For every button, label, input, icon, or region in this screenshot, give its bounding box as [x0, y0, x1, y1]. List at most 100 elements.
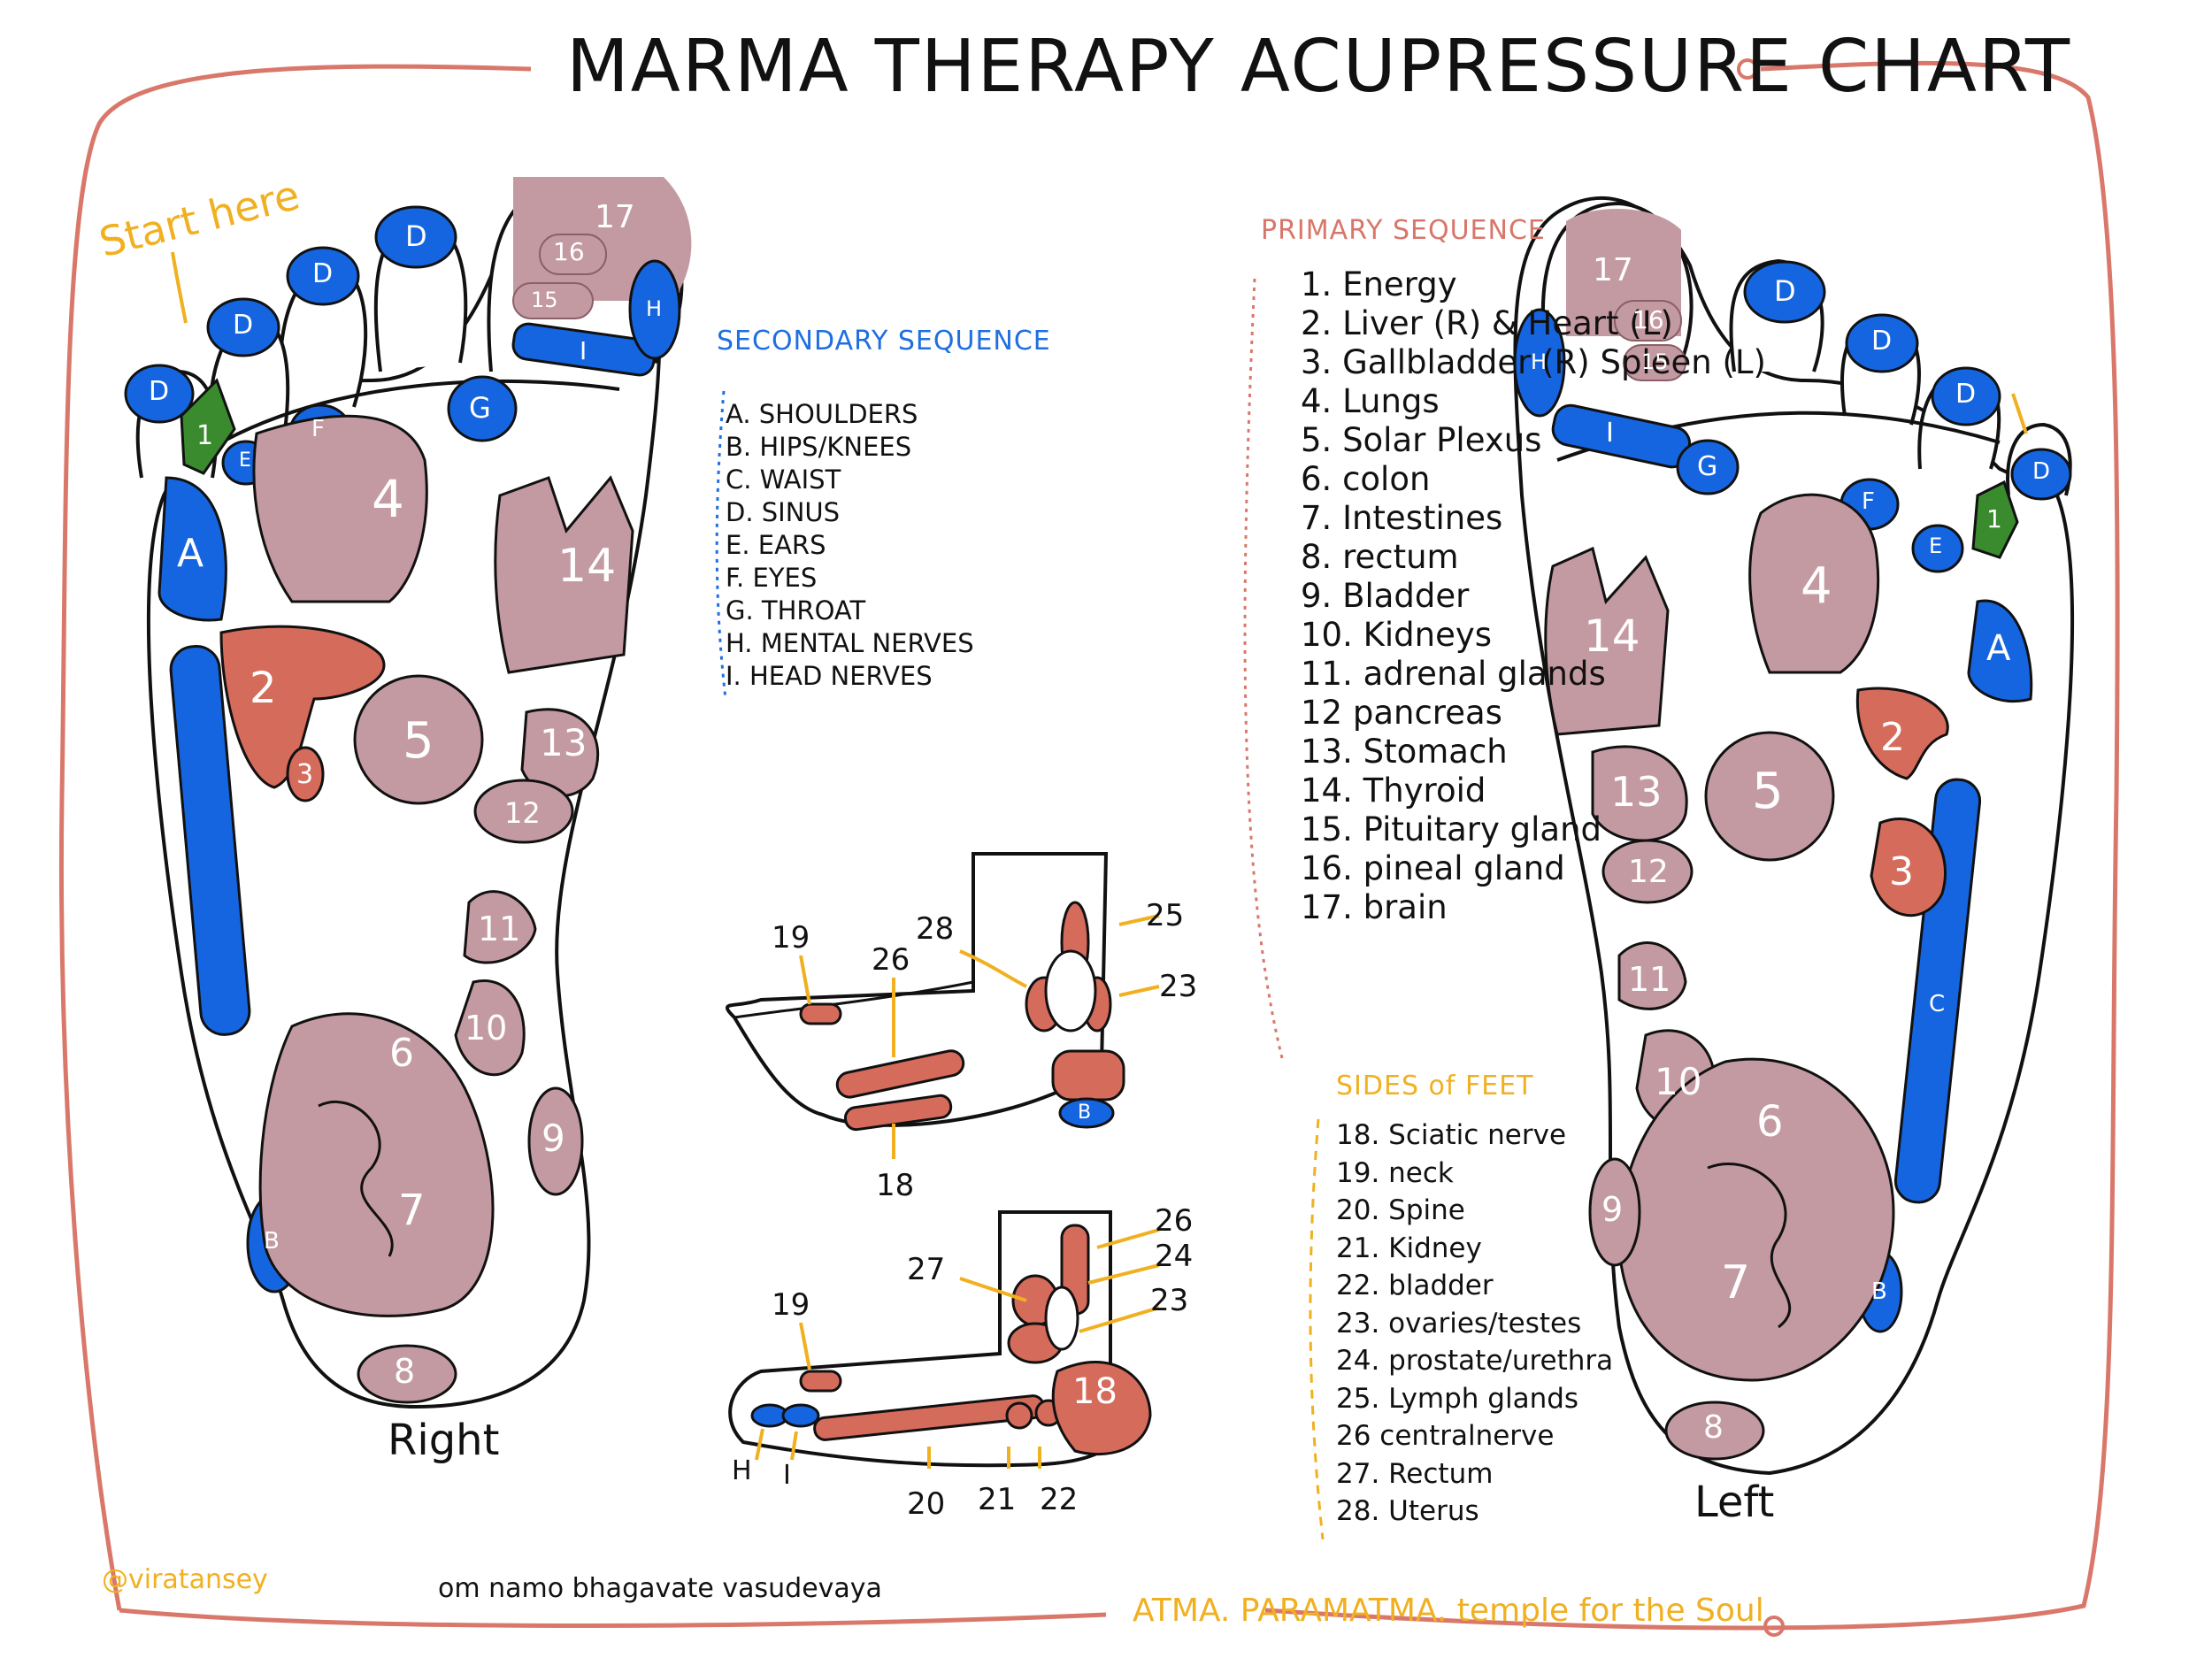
list-item: D. SINUS: [726, 497, 841, 527]
marker-i: I: [783, 1460, 791, 1491]
marker-energy: 1: [1986, 504, 2002, 533]
list-item: 24. prostate/urethra: [1336, 1345, 1614, 1377]
primary-sequence-heading: PRIMARY SEQUENCE: [1261, 215, 1546, 246]
sides-of-feet-heading: SIDES of FEET: [1336, 1071, 1534, 1101]
organ-label: 15: [531, 288, 558, 312]
marker-d: D: [233, 310, 254, 341]
list-item: 5. Solar Plexus: [1301, 421, 1542, 459]
list-item: C. WAIST: [726, 464, 841, 495]
organ-label: 4: [1801, 557, 1832, 615]
marker-d: D: [2032, 458, 2051, 485]
organ-label: 2: [1880, 715, 1905, 760]
point-label: 24: [1155, 1239, 1194, 1274]
decorative-frame: [58, 60, 2120, 1631]
marker-a: A: [1986, 628, 2011, 669]
point-label: 21: [978, 1482, 1017, 1517]
list-item: 7. Intestines: [1301, 499, 1503, 537]
marker-b: B: [1871, 1278, 1887, 1305]
marker-i: I: [1606, 418, 1614, 449]
point-label: 23: [1159, 969, 1198, 1004]
organ-label: 16: [553, 237, 585, 266]
list-item: 27. Rectum: [1336, 1457, 1494, 1490]
organ-label: 3: [296, 759, 314, 790]
organ-label: 10: [465, 1009, 508, 1048]
organ-label: 6: [389, 1031, 414, 1076]
organ-label: 7: [1721, 1256, 1751, 1309]
point-label: 26: [1155, 1203, 1194, 1239]
organ-label: 17: [1593, 252, 1633, 288]
marker-d: D: [312, 258, 334, 289]
list-item: 4. Lungs: [1301, 382, 1440, 420]
organ-label: 13: [1610, 768, 1663, 816]
list-item: 20. Spine: [1336, 1194, 1465, 1226]
list-item: 19. neck: [1336, 1156, 1454, 1189]
right-foot: [124, 177, 692, 1409]
sides-of-feet-list: 18. Sciatic nerve 19. neck 20. Spine 21.…: [1336, 1117, 1613, 1531]
marker-f: F: [311, 416, 325, 442]
marker-g: G: [1697, 451, 1718, 482]
organ-label: 5: [403, 712, 434, 770]
list-item: 21. Kidney: [1336, 1232, 1482, 1264]
primary-sequence-list: 1. Energy 2. Liver (R) & Heart (L) 3. Ga…: [1301, 265, 1766, 927]
point-label: 19: [772, 1287, 810, 1323]
tagline-text: ATMA. PARAMATMA. temple for the Soul: [1133, 1593, 1764, 1629]
side-view-inner-foot: [725, 852, 1125, 1132]
marker-g: G: [469, 391, 491, 425]
marker-d: D: [1871, 326, 1893, 357]
marker-d: D: [1774, 274, 1796, 308]
list-item: 11. adrenal glands: [1301, 655, 1606, 693]
marker-i: I: [580, 336, 588, 365]
list-item: 18. Sciatic nerve: [1336, 1119, 1567, 1151]
list-item: 23. ovaries/testes: [1336, 1307, 1582, 1339]
marker-d: D: [149, 376, 170, 407]
organ-label: 2: [250, 664, 277, 713]
point-label: 18: [1072, 1371, 1118, 1412]
marker-b: B: [264, 1228, 280, 1255]
point-label: 20: [907, 1486, 946, 1522]
list-item: A. SHOULDERS: [726, 399, 918, 429]
list-item: 28. Uterus: [1336, 1495, 1479, 1527]
marker-h: H: [732, 1455, 752, 1486]
list-item: 14. Thyroid: [1301, 771, 1486, 810]
list-item: 12 pancreas: [1301, 694, 1502, 732]
pointer-arrows: [171, 251, 2028, 1469]
organ-label: 12: [1628, 854, 1669, 890]
list-item: 9. Bladder: [1301, 577, 1470, 615]
point-label: 23: [1150, 1283, 1189, 1318]
list-item: 2. Liver (R) & Heart (L): [1301, 304, 1673, 342]
marker-b: B: [1078, 1101, 1092, 1124]
list-item: 1. Energy: [1301, 265, 1457, 303]
list-item: 15. Pituitary gland: [1301, 810, 1602, 848]
point-label: 27: [907, 1252, 946, 1287]
organ-label: 16: [1632, 305, 1664, 334]
organ-label: 11: [1628, 960, 1671, 999]
secondary-sequence-list: A. SHOULDERS B. HIPS/KNEES C. WAIST D. S…: [726, 398, 974, 693]
marker-h: H: [1531, 349, 1548, 374]
list-item: G. THROAT: [726, 595, 866, 626]
list-item: H. MENTAL NERVES: [726, 628, 974, 658]
author-handle: @viratansey: [102, 1564, 268, 1595]
point-label: 22: [1040, 1482, 1079, 1517]
right-foot-label: Right: [388, 1416, 500, 1465]
marker-e: E: [1929, 533, 1943, 558]
organ-label: 8: [394, 1352, 416, 1391]
list-item: 17. brain: [1301, 888, 1448, 926]
organ-label: 3: [1889, 849, 1914, 894]
list-item: F. EYES: [726, 563, 818, 593]
list-item: 13. Stomach: [1301, 733, 1508, 771]
list-item: B. HIPS/KNEES: [726, 432, 912, 462]
mantra-text: om namo bhagavate vasudevaya: [438, 1573, 882, 1604]
list-item: 22. bladder: [1336, 1270, 1494, 1301]
left-foot-label: Left: [1694, 1478, 1775, 1527]
point-label: 18: [876, 1168, 915, 1203]
marker-f: F: [1862, 488, 1875, 515]
organ-label: 8: [1703, 1409, 1724, 1446]
marker-energy: 1: [196, 420, 214, 451]
list-item: 26 centralnerve: [1336, 1420, 1555, 1452]
list-item: 3. Gallbladder (R) Spleen (L): [1301, 343, 1766, 381]
point-label: 28: [916, 911, 955, 947]
marker-d: D: [1955, 379, 1977, 410]
marker-h: H: [646, 296, 663, 321]
point-label: 19: [772, 920, 810, 956]
